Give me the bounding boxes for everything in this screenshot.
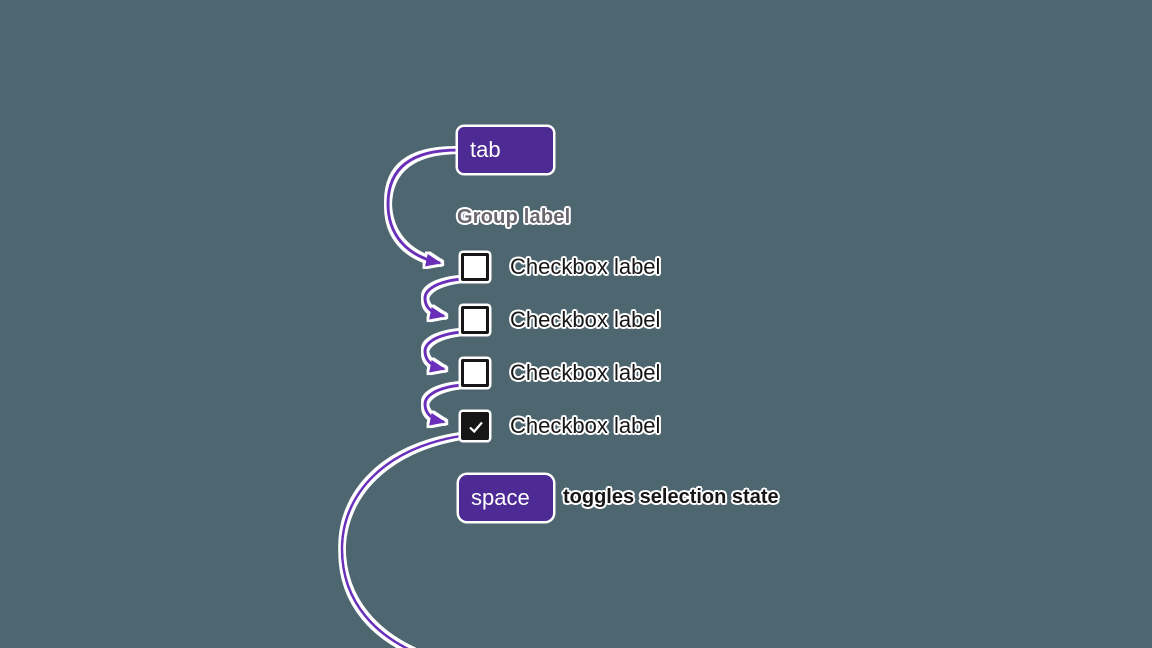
tab-key-badge: tab [458, 127, 553, 173]
arrow-tab-to-checkbox-1 [386, 148, 459, 267]
checkbox[interactable] [461, 306, 489, 334]
arrow-checkbox-3-to-4 [423, 383, 462, 426]
checkbox[interactable] [461, 253, 489, 281]
arrow-checkbox-2-to-3 [423, 330, 462, 373]
group-label: Group label [457, 206, 571, 228]
checkbox-row: Checkbox label [461, 359, 660, 387]
checkbox-label: Checkbox label [510, 307, 661, 332]
tab-key-label: tab [470, 137, 501, 162]
arrow-loop-from-checkbox-4 [340, 434, 462, 648]
checkbox-checked[interactable] [461, 412, 489, 440]
space-key-badge: space [459, 475, 553, 521]
arrow-checkbox-1-to-2 [423, 277, 462, 320]
checkbox-label: Checkbox label [510, 254, 661, 279]
checkbox-row: Checkbox label [461, 306, 660, 334]
checkbox-row: Checkbox label [461, 412, 660, 440]
checkbox-label: Checkbox label [510, 360, 661, 385]
checkbox-row: Checkbox label [461, 253, 660, 281]
checkbox[interactable] [461, 359, 489, 387]
space-key-annotation: toggles selection state [563, 486, 779, 508]
space-key-label: space [471, 485, 530, 510]
check-icon [469, 421, 483, 434]
checkbox-label: Checkbox label [510, 413, 661, 438]
